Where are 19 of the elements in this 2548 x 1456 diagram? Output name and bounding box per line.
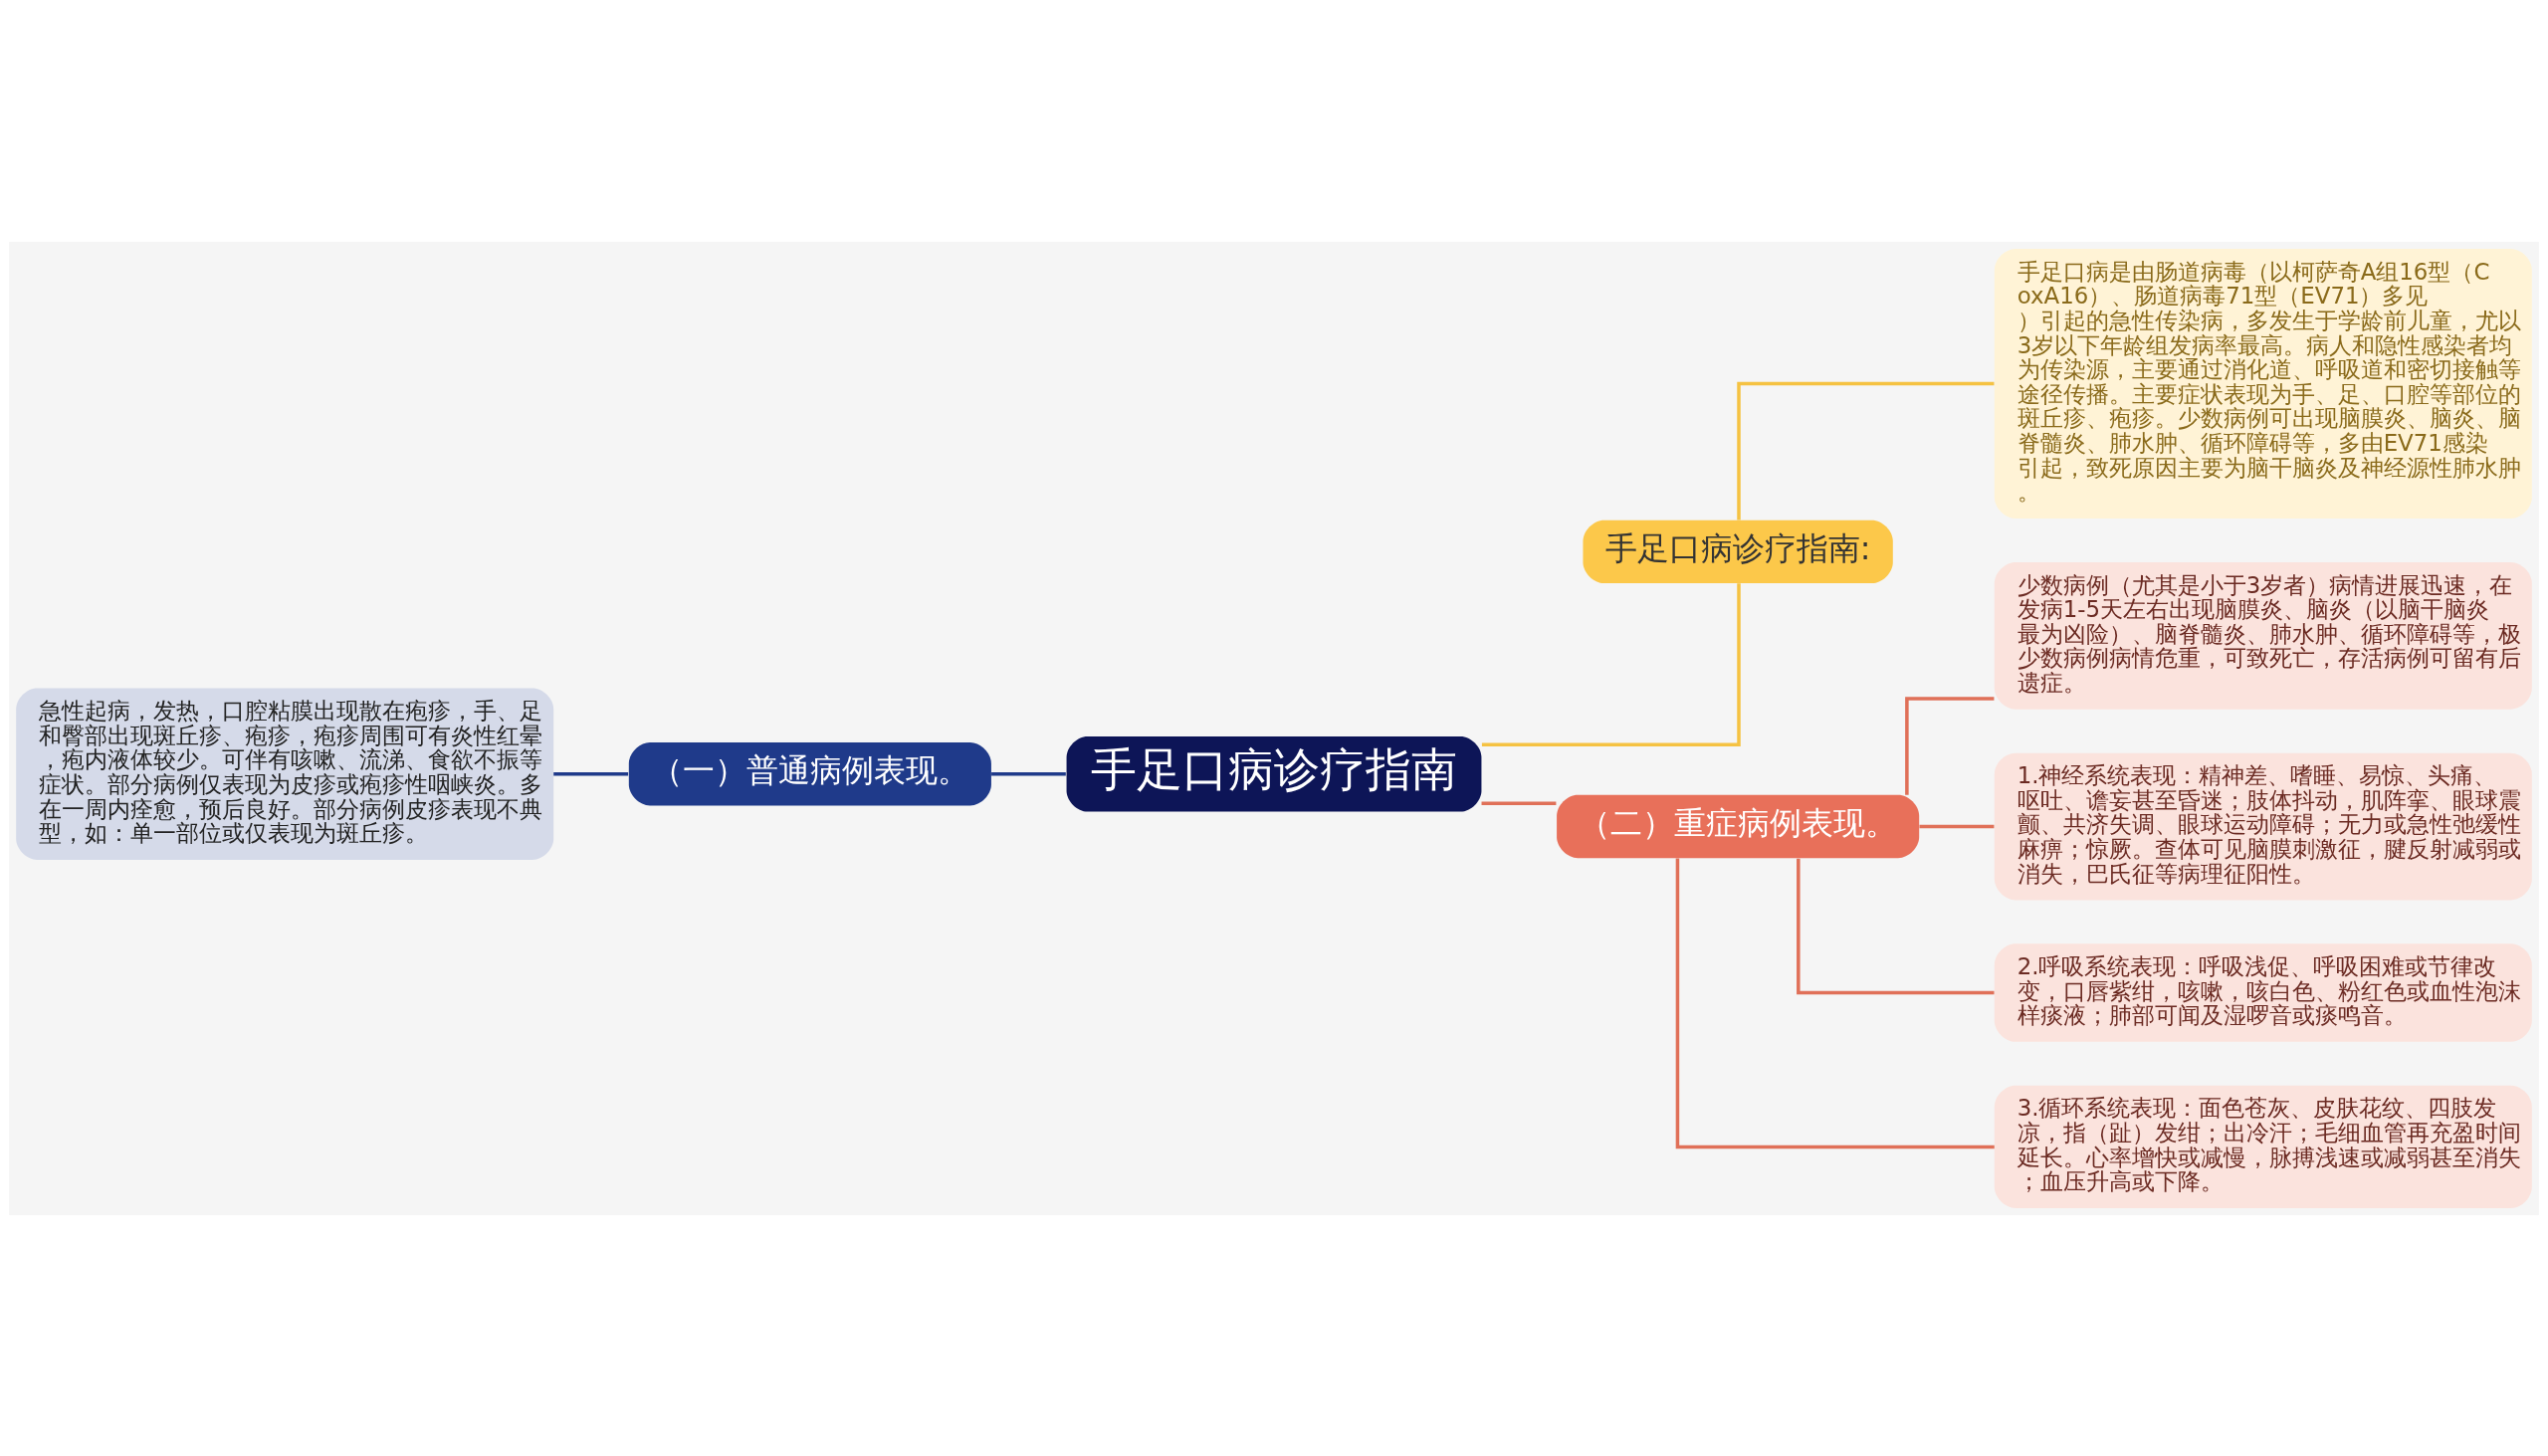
- node-box: 急性起病，发热，口腔粘膜出现散在疱疹，手、足和臀部出现斑丘疹、疱疹，疱疹周围可有炎性红晕，疱内液体较少。可伴有咳嗽、流涕、食欲不振等症状。部分病例仅表现为皮疹或疱疹性咽峡炎。多在一周内痊愈，预后良好。部分病例皮疹表现不典型，如：单一部位或仅表现为斑丘疹。: [16, 688, 554, 860]
- connector: [1675, 858, 1995, 1148]
- node-box: （二）重症病例表现。: [1557, 794, 1920, 858]
- connector: [1797, 858, 1995, 994]
- connector: [1481, 582, 1741, 746]
- connector: [991, 771, 1066, 775]
- node-box: 2.呼吸系统表现：呼吸浅促、呼吸困难或节律改变，口唇紫绀，咳嗽，咳白色、粉红色或血性泡沫样痰液；肺部可闻及湿啰音或痰鸣音。: [1994, 942, 2532, 1042]
- connector: [1919, 824, 1995, 828]
- connector: [1905, 696, 1995, 795]
- connector: [1481, 800, 1557, 805]
- connector: [1737, 381, 1995, 520]
- node-box: （一）普通病例表现。: [628, 741, 991, 805]
- node-box: 1.神经系统表现：精神差、嗜睡、易惊、头痛、呕吐、谵妄甚至昏迷；肢体抖动，肌阵挛、眼球震颤、共济失调、眼球运动障碍；无力或急性弛缓性麻痹；惊厥。查体可见脑膜刺激征，腱反射减弱或消失，巴氏征等病理征阳性。: [1994, 752, 2532, 900]
- node-box: 手足口病是由肠道病毒（以柯萨奇A组16型（CoxA16）、肠道病毒71型（EV71）多见）引起的急性传染病，多发生于学龄前儿童，尤以3岁以下年龄组发病率最高。病人和隐性感染者均为传染源，主要通过消化道、呼吸道和密切接触等途径传播。主要症状表现为手、足、口腔等部位的斑丘疹、疱疹。少数病例可出现脑膜炎、脑炎、脑脊髓炎、肺水肿、循环障碍等，多由EV71感染引起，致死原因主要为脑干脑炎及神经源性肺水肿。: [1994, 248, 2532, 519]
- connector: [553, 771, 629, 775]
- node-box: 3.循环系统表现：面色苍灰、皮肤花纹、四肢发凉，指（趾）发绀；出冷汗；毛细血管再充盈时间延长。心率增快或减慢，脉搏浅速或减弱甚至消失；血压升高或下降。: [1994, 1085, 2532, 1208]
- node-box: 手足口病诊疗指南: [1066, 735, 1482, 812]
- node-box: 少数病例（尤其是小于3岁者）病情进展迅速，在发病1-5天左右出现脑膜炎、脑炎（以脑干脑炎最为凶险）、脑脊髓炎、肺水肿、循环障碍等，极少数病例病情危重，可致死亡，存活病例可留有后遗症。: [1994, 561, 2532, 710]
- node-box: 手足口病诊疗指南:: [1583, 520, 1893, 583]
